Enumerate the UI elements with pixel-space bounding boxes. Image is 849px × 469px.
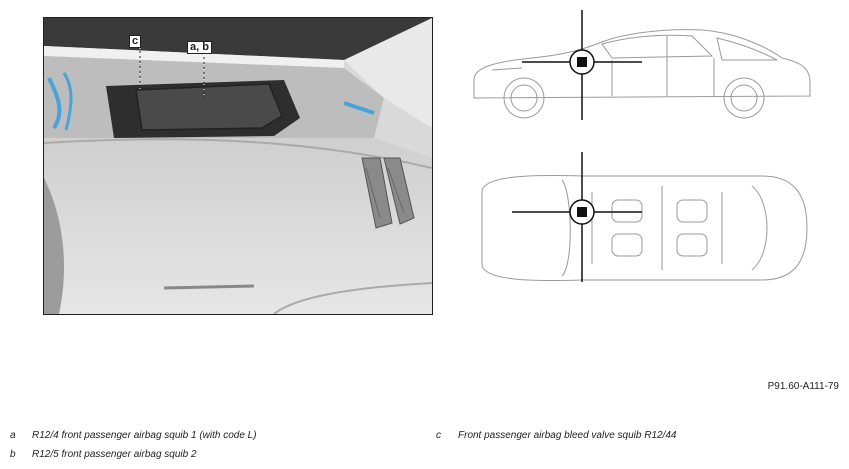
position-marker-top <box>577 207 587 217</box>
reference-code: P91.60-A111-79 <box>767 381 839 392</box>
legend-key-c: c <box>436 430 441 441</box>
legend-item-b: b R12/5 front passenger airbag squib 2 <box>10 449 197 460</box>
legend-text-a: R12/4 front passenger airbag squib 1 (wi… <box>32 430 257 441</box>
legend-text-c: Front passenger airbag bleed valve squib… <box>458 430 677 441</box>
car-side-drawing <box>473 10 811 120</box>
callout-a-b: a, b <box>187 41 212 54</box>
car-top-view <box>462 152 822 304</box>
legend-key-b: b <box>10 449 16 460</box>
position-marker-side <box>577 57 587 67</box>
legend-item-a: a R12/4 front passenger airbag squib 1 (w… <box>10 430 257 441</box>
callout-c: c <box>129 35 142 48</box>
dashboard-photo: c a, b <box>43 17 433 315</box>
car-side-view <box>462 10 822 120</box>
legend-item-c: c Front passenger airbag bleed valve squi… <box>436 430 676 441</box>
car-top-drawing <box>481 152 808 282</box>
dashboard-illustration <box>44 18 432 314</box>
legend-text-b: R12/5 front passenger airbag squib 2 <box>32 449 197 460</box>
legend-key-a: a <box>10 430 16 441</box>
